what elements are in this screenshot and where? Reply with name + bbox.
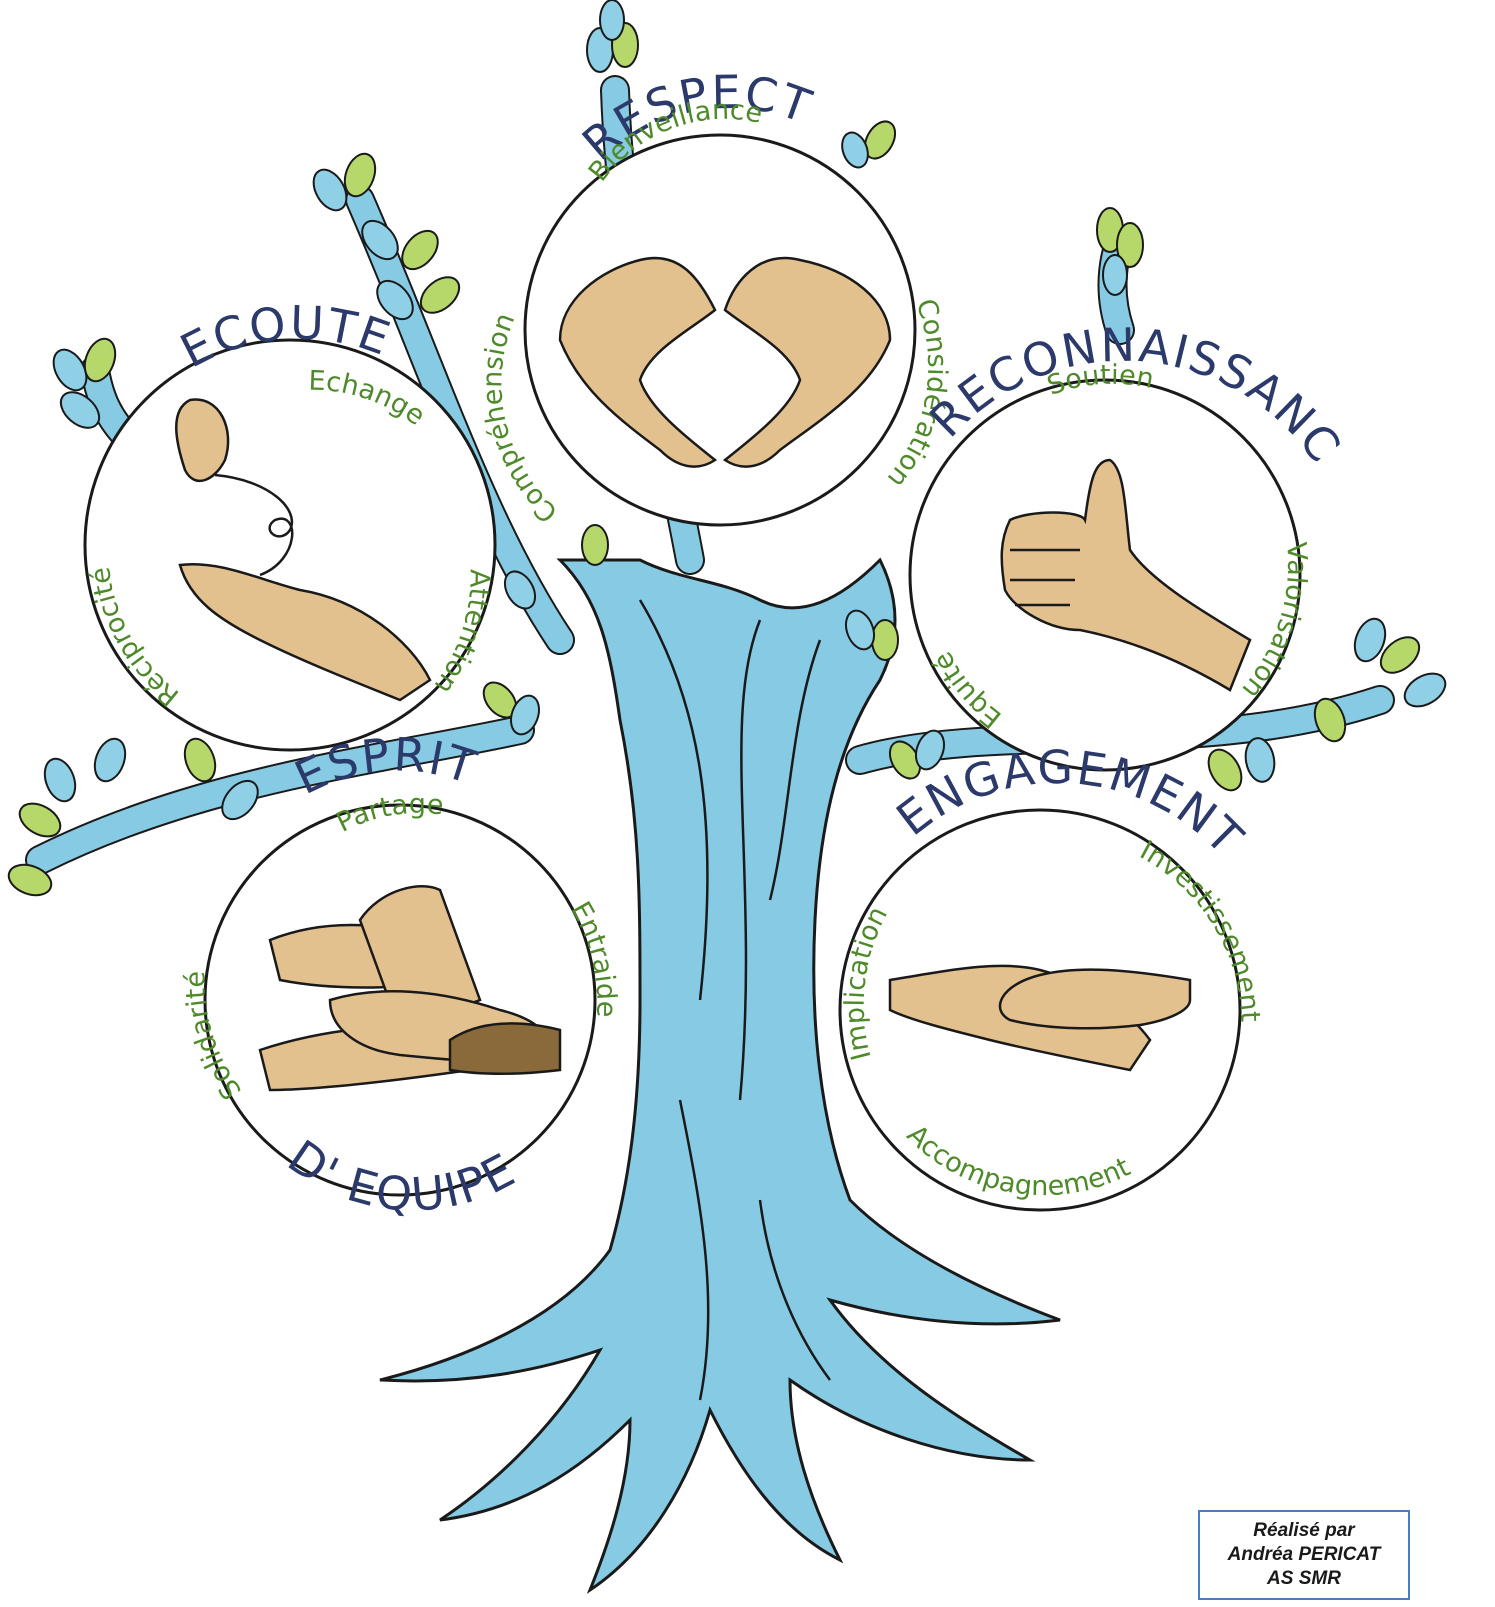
credit-line-2: Andréa PERICAT <box>1228 1543 1381 1567</box>
credit-box: Réalisé par Andréa PERICAT AS SMR <box>1198 1510 1410 1600</box>
value-engagement: ENGAGEMENT Implication Investissement Ac… <box>839 740 1265 1210</box>
credit-line-1: Réalisé par <box>1253 1519 1354 1543</box>
credit-line-3: AS SMR <box>1267 1567 1341 1591</box>
